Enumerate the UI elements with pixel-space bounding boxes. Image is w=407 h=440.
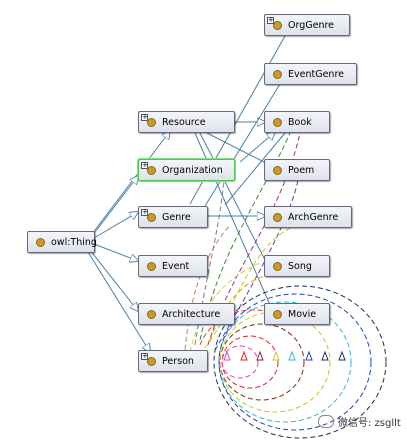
class-dot-icon [147, 356, 156, 366]
edge-thing-architecture [89, 249, 138, 311]
node-label: Song [288, 260, 312, 272]
node-person[interactable]: + Person [138, 350, 208, 372]
class-dot-icon [147, 165, 156, 175]
class-dot-icon [147, 261, 156, 271]
node-architecture[interactable]: Architecture [138, 303, 235, 325]
node-eventgenre[interactable]: EventGenre [264, 63, 357, 85]
node-label: Genre [162, 211, 191, 223]
class-dot-icon [147, 117, 156, 127]
node-poem[interactable]: Poem [264, 159, 330, 181]
expand-icon[interactable]: + [141, 352, 148, 360]
node-label: Book [288, 116, 312, 128]
expand-icon[interactable]: + [267, 16, 274, 24]
class-dot-icon [273, 117, 282, 127]
node-song[interactable]: Song [264, 255, 330, 277]
edge-thing-genre [93, 212, 138, 239]
expand-icon[interactable]: + [141, 161, 148, 169]
wechat-icon [318, 415, 334, 428]
edge-thing-person [87, 251, 150, 352]
node-label: EventGenre [288, 68, 344, 80]
class-dot-icon [273, 20, 282, 30]
class-dot-icon [147, 212, 156, 222]
node-organization[interactable]: + Organization [138, 159, 235, 181]
class-dot-icon [147, 309, 156, 319]
node-resource[interactable]: + Resource [138, 111, 235, 133]
node-label: Movie [288, 308, 317, 320]
class-dot-icon [273, 69, 282, 79]
node-label: Architecture [162, 308, 221, 320]
node-label: Organization [162, 164, 223, 176]
class-dot-icon [273, 165, 282, 175]
node-genre[interactable]: + Genre [138, 206, 208, 228]
class-dot-icon [273, 309, 282, 319]
edge-genre-book [224, 132, 286, 206]
edge-genre-eventgenre [204, 83, 281, 207]
edge-thing-organization [91, 176, 138, 237]
class-dot-icon [273, 261, 282, 271]
watermark: 微信号: zsgllt [318, 414, 401, 429]
edge-resource-poem [204, 131, 271, 166]
node-movie[interactable]: Movie [264, 303, 330, 325]
node-book[interactable]: Book [264, 111, 330, 133]
node-owl-thing[interactable]: owl:Thing [27, 231, 97, 253]
node-label: owl:Thing [51, 236, 97, 248]
watermark-text: 微信号: zsgllt [338, 418, 401, 429]
node-label: Poem [288, 164, 315, 176]
node-label: OrgGenre [288, 19, 335, 31]
node-label: ArchGenre [288, 211, 339, 223]
node-orggenre[interactable]: + OrgGenre [264, 14, 350, 36]
node-label: Resource [162, 116, 206, 128]
expand-icon[interactable]: + [141, 113, 148, 121]
node-label: Person [162, 355, 194, 367]
edge-book-poem-cross [239, 132, 275, 163]
expand-icon[interactable]: + [141, 208, 148, 216]
node-label: Event [162, 260, 190, 272]
edge-thing-event [93, 243, 138, 261]
node-event[interactable]: Event [138, 255, 208, 277]
class-dot-icon [36, 237, 45, 247]
node-archgenre[interactable]: ArchGenre [264, 206, 352, 228]
class-dot-icon [273, 212, 282, 222]
